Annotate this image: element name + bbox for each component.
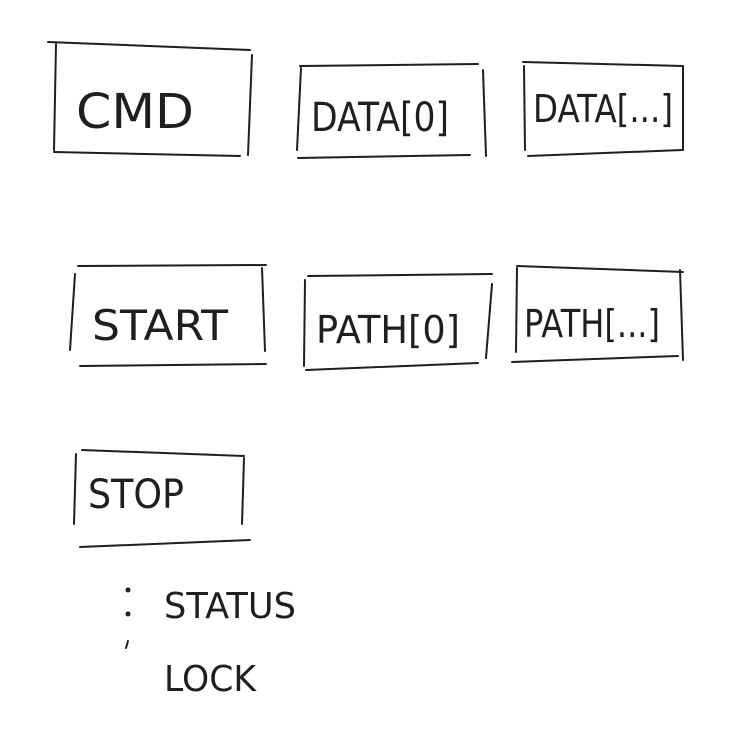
- box-start-label: START: [92, 301, 228, 350]
- note-lock: LOCK: [164, 659, 257, 700]
- box-stop: STOP: [73, 449, 251, 548]
- box-cmd: CMD: [47, 41, 253, 157]
- box-path-more-label: PATH[...]: [524, 302, 660, 346]
- box-data-more-label: DATA[...]: [533, 87, 673, 131]
- box-data-more: DATA[...]: [522, 61, 684, 157]
- box-data-0-label: DATA[0]: [311, 95, 449, 141]
- box-path-more: PATH[...]: [511, 265, 684, 363]
- box-stop-label: STOP: [88, 472, 184, 518]
- box-data-0: DATA[0]: [296, 63, 487, 159]
- box-start: START: [69, 264, 267, 367]
- box-path-0-label: PATH[0]: [316, 308, 460, 352]
- note-colon: [125, 587, 131, 649]
- box-cmd-label: CMD: [76, 84, 194, 140]
- box-path-0: PATH[0]: [303, 273, 493, 371]
- note-status: STATUS: [164, 586, 296, 627]
